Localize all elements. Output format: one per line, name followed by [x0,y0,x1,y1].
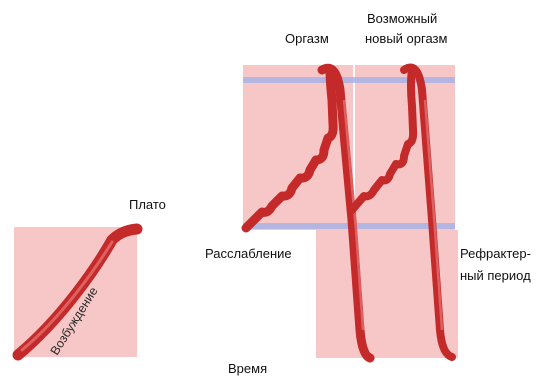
relaxation-label: Расслабление [205,246,292,262]
refractory-period-label-line2: ный период [460,268,531,284]
refractory-period-label-line1: Рефрактер- [460,246,531,262]
plateau-label: Плато [129,197,166,213]
possible-new-orgasm-label-line1: Возможный [367,11,437,27]
second-scalloped-curve [352,70,413,210]
plateau-scalloped-curve [246,70,333,228]
time-axis-label: Время [228,361,267,377]
possible-new-orgasm-label-line2: новый оргазм [365,31,447,47]
orgasm-label: Оргазм [285,31,329,47]
